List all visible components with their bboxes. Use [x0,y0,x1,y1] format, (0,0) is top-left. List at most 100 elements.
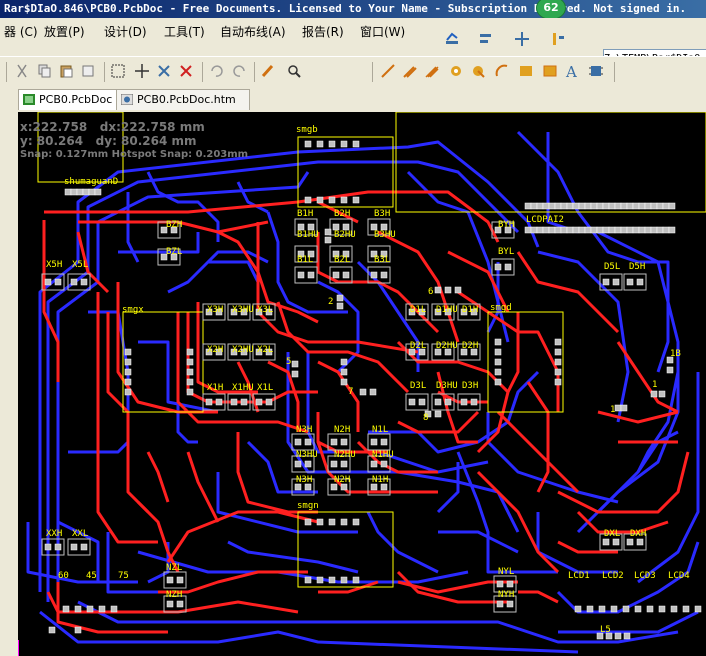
component-label: D1H [462,305,478,315]
tab-label: PCB0.PcbDoc.htm [137,93,236,106]
left-panel-gutter [0,112,18,656]
pad [265,308,273,316]
trace [536,512,618,574]
pad [623,632,631,640]
pad [444,286,452,294]
menu-item-autoroute[interactable]: 自动布线(A) [220,25,286,39]
pad [70,188,78,196]
deselect-icon[interactable] [178,63,194,79]
redo-icon[interactable] [232,63,248,79]
trace [526,381,550,493]
inspect-icon[interactable] [286,63,302,79]
place-polygon-icon[interactable] [542,63,558,79]
pad [340,368,348,376]
layer-stack-icon[interactable] [444,31,460,47]
cross-probe-icon[interactable] [260,63,276,79]
component-label: NYL [498,567,514,577]
diff-pair-route-icon[interactable] [402,63,418,79]
footprint-outline [202,343,226,361]
pad [330,460,338,468]
footprint-outline [41,273,65,291]
pad [186,368,194,376]
pad [494,348,502,356]
interactive-route-icon[interactable] [380,63,396,79]
trace [558,610,699,634]
pad [542,202,550,210]
menu-item-reports[interactable]: 报告(R) [302,25,344,39]
place-arc-icon[interactable] [494,63,510,79]
trace [227,540,359,574]
align-icon[interactable] [478,31,494,47]
trace [167,250,269,294]
footprint-outline [252,343,276,361]
cut-icon[interactable] [14,63,30,79]
place-component-icon[interactable] [588,63,604,79]
select-touching-icon[interactable] [156,63,172,79]
trace [276,301,410,394]
pad [304,196,312,204]
menu-item-c[interactable]: 器 (C) [4,25,38,39]
footprint-outline [327,455,351,473]
pad [186,358,194,366]
pad [380,483,388,491]
pad [291,370,299,378]
tab-html-report[interactable]: PCB0.PcbDoc.htm [116,89,250,110]
footprint-outline [599,273,623,291]
pad [584,202,592,210]
pad [496,580,504,588]
pad [44,543,52,551]
place-pad-icon[interactable] [448,63,464,79]
paste-icon[interactable] [58,63,74,79]
pad [54,278,62,286]
silkscreen-outline [487,311,564,413]
copy-icon[interactable] [36,63,52,79]
component-label: NZL [166,563,182,573]
pad [369,388,377,396]
footprint-outline [329,218,353,236]
place-fill-icon[interactable] [518,63,534,79]
pad [494,263,502,271]
component-label: smgd [490,303,512,313]
pad [408,308,416,316]
menu-item-design[interactable]: 设计(D) [104,25,147,39]
component-label: 60 [58,571,69,581]
undo-icon[interactable] [208,63,224,79]
menu-item-window[interactable]: 窗口(W) [360,25,406,39]
pad [548,226,556,234]
move-selection-icon[interactable] [134,63,150,79]
pad [596,226,604,234]
component-label: X1HU [232,383,254,393]
pad [215,348,223,356]
pad [240,308,248,316]
trace [516,251,620,334]
trace [578,630,679,644]
silkscreen-outline [297,136,394,208]
menu-item-tools[interactable]: 工具(T) [164,25,205,39]
pad [656,202,664,210]
multi-route-icon[interactable] [424,63,440,79]
trace [366,511,439,574]
rubber-stamp-icon[interactable] [80,63,96,79]
footprint-outline [327,433,351,451]
pad [636,538,644,546]
place-via-icon[interactable] [470,63,486,79]
pad [620,404,628,412]
distribute-icon[interactable] [550,31,566,47]
tab-pcb-document[interactable]: PCB0.PcbDoc [18,89,132,110]
trace [516,130,670,373]
footprint-outline [41,538,65,556]
footprint-outline [294,218,318,236]
menu-item-place[interactable]: 放置(P) [44,25,85,39]
pad [166,600,174,608]
footprint-outline [252,303,276,321]
select-area-icon[interactable] [110,63,126,79]
place-string-icon[interactable]: A [564,63,580,79]
component-label: NYH [498,590,514,600]
pad [434,308,442,316]
move-component-icon[interactable] [514,31,530,47]
trace [46,160,520,602]
pad [602,278,610,286]
trace [176,312,309,434]
